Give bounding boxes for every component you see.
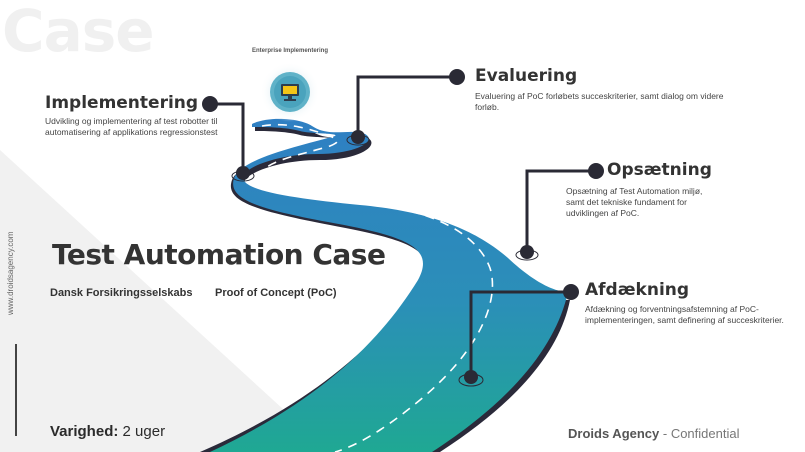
- subtitle-poc: Proof of Concept (PoC): [215, 287, 337, 299]
- side-divider: [15, 344, 17, 436]
- connector-opsaetning: [525, 169, 596, 250]
- connector-afdaekning: [469, 290, 571, 375]
- duration-value: 2 uger: [122, 423, 166, 440]
- connector-evaluering: [356, 75, 457, 137]
- page-title: Test Automation Case: [52, 238, 386, 271]
- footer-confidential: - Confidential: [659, 426, 740, 441]
- connector-implementering: [210, 102, 245, 172]
- side-website-url: www.droidsagency.com: [6, 232, 15, 316]
- duration-label: Varighed:: [50, 423, 119, 440]
- background-watermark: Case: [2, 0, 155, 65]
- marker-implementering-top: [202, 96, 218, 112]
- milestone-afdaekning-desc: Afdækning og forventningsafstemning af P…: [585, 304, 784, 325]
- footer-brand: Droids Agency - Confidential: [568, 426, 739, 441]
- milestone-afdaekning-title: Afdækning: [585, 280, 690, 300]
- milestone-opsaetning-desc: Opsætning af Test Automation miljø, samt…: [566, 186, 703, 218]
- marker-opsaetning-top: [588, 163, 604, 179]
- duration: Varighed: 2 uger: [50, 423, 165, 440]
- monitor-icon: [281, 84, 299, 101]
- milestone-opsaetning-title: Opsætning: [607, 160, 712, 180]
- milestone-implementering-desc: Udvikling og implementering af test robo…: [45, 116, 218, 137]
- top-milestone-label: Enterprise Implementering: [251, 48, 329, 54]
- milestone-evaluering-desc: Evaluering af PoC forløbets succeskriter…: [475, 91, 724, 112]
- milestone-implementering-title: Implementering: [45, 93, 199, 113]
- marker-evaluering-top: [449, 69, 465, 85]
- footer-brand-name: Droids Agency: [568, 426, 660, 441]
- marker-afdaekning-top: [563, 284, 579, 300]
- subtitle-company: Dansk Forsikringsselskabs: [50, 287, 193, 299]
- road-pins: [231, 130, 539, 387]
- road-surface: [210, 118, 568, 452]
- milestone-evaluering-title: Evaluering: [475, 66, 578, 86]
